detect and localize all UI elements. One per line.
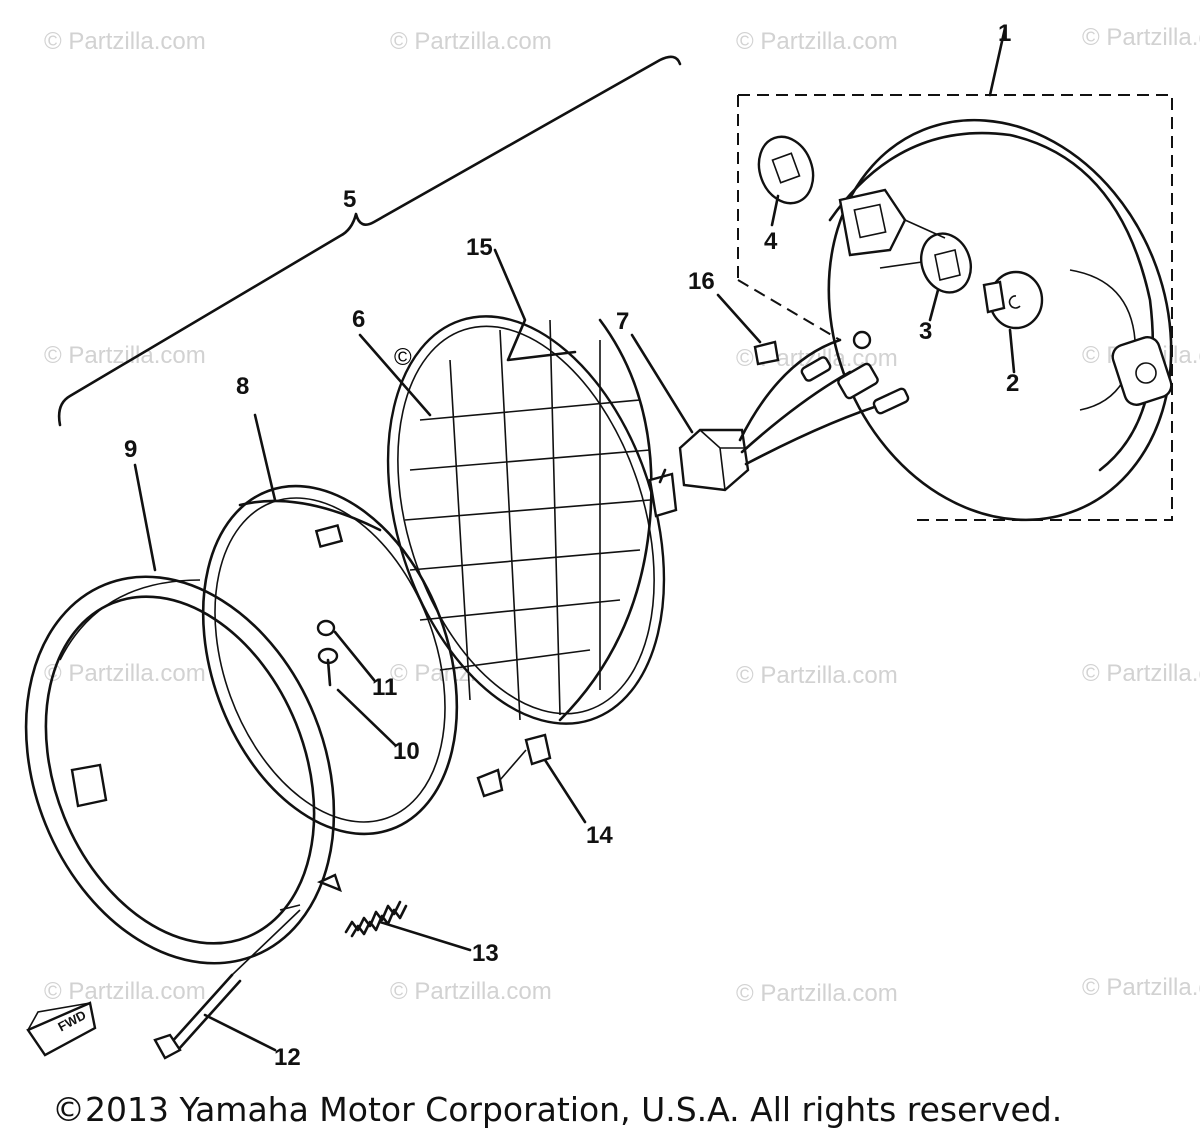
leader-6 <box>358 333 432 417</box>
callout-1: 1 <box>998 20 1012 47</box>
leader-9 <box>133 463 157 572</box>
callout-3: 3 <box>919 318 933 345</box>
grommet-4 <box>757 135 815 205</box>
screw-10 <box>317 647 339 687</box>
callout-10: 10 <box>393 738 420 765</box>
socket-guide-lines <box>879 219 946 269</box>
watermark: © Partzilla.com <box>1082 660 1200 687</box>
fwd-arrow-icon <box>26 1001 97 1057</box>
bulb-16 <box>753 330 872 366</box>
callout-15: 15 <box>466 234 493 261</box>
callout-8: 8 <box>236 373 250 400</box>
screw-12 <box>153 909 301 1060</box>
leader-7 <box>630 333 694 434</box>
spring-13 <box>344 900 408 938</box>
leader-10 <box>336 688 397 747</box>
leader-12 <box>203 1013 277 1052</box>
callout-9: 9 <box>124 436 138 463</box>
watermark: © Partzilla.com <box>736 662 898 689</box>
sealed-beam-unit-6 <box>386 315 678 725</box>
watermark: © Partzilla.com <box>1082 24 1200 51</box>
copyright-notice: ©2013 Yamaha Motor Corporation, U.S.A. A… <box>52 1090 1063 1129</box>
callout-12: 12 <box>274 1044 301 1071</box>
nut-11 <box>316 619 336 637</box>
callout-4: 4 <box>764 228 778 255</box>
leader-4 <box>770 194 780 227</box>
bracket-5 <box>57 55 682 427</box>
watermark: © Partzilla.com <box>390 978 552 1005</box>
watermark: © Partzilla.com <box>736 980 898 1007</box>
clip-15 <box>493 248 577 362</box>
callout-13: 13 <box>472 940 499 967</box>
watermark: © Partzilla.com <box>390 28 552 55</box>
leader-2 <box>1008 328 1016 374</box>
watermark: © Partzilla.com <box>736 28 898 55</box>
retaining-rim-8 <box>201 484 504 893</box>
socket-3 <box>920 232 972 294</box>
headlight-rim-9 <box>24 575 336 965</box>
watermark: © Partzilla.com <box>44 978 206 1005</box>
leader-13 <box>378 920 472 952</box>
watermark: © Partzilla.com <box>44 660 206 687</box>
connector-7 <box>678 338 910 492</box>
callout-7: 7 <box>616 308 630 335</box>
nut-14 <box>524 733 552 766</box>
leader-11 <box>333 630 376 682</box>
nut-14-guide <box>499 749 527 781</box>
headlight-shell <box>827 118 1173 522</box>
bulb-2 <box>982 270 1044 330</box>
callout-14: 14 <box>586 822 613 849</box>
callout-2: 2 <box>1006 370 1020 397</box>
leader-16 <box>716 293 762 344</box>
leader-3 <box>928 288 940 322</box>
leader-8 <box>253 413 277 502</box>
leader-14 <box>543 758 587 824</box>
watermark: © Partzilla.com <box>44 28 206 55</box>
callout-6: 6 <box>352 306 366 333</box>
leader-1 <box>988 26 1007 97</box>
watermark: © Partzilla.com <box>1082 974 1200 1001</box>
callout-16: 16 <box>688 268 715 295</box>
callout-5: 5 <box>343 186 357 213</box>
callout-11: 11 <box>372 674 398 701</box>
